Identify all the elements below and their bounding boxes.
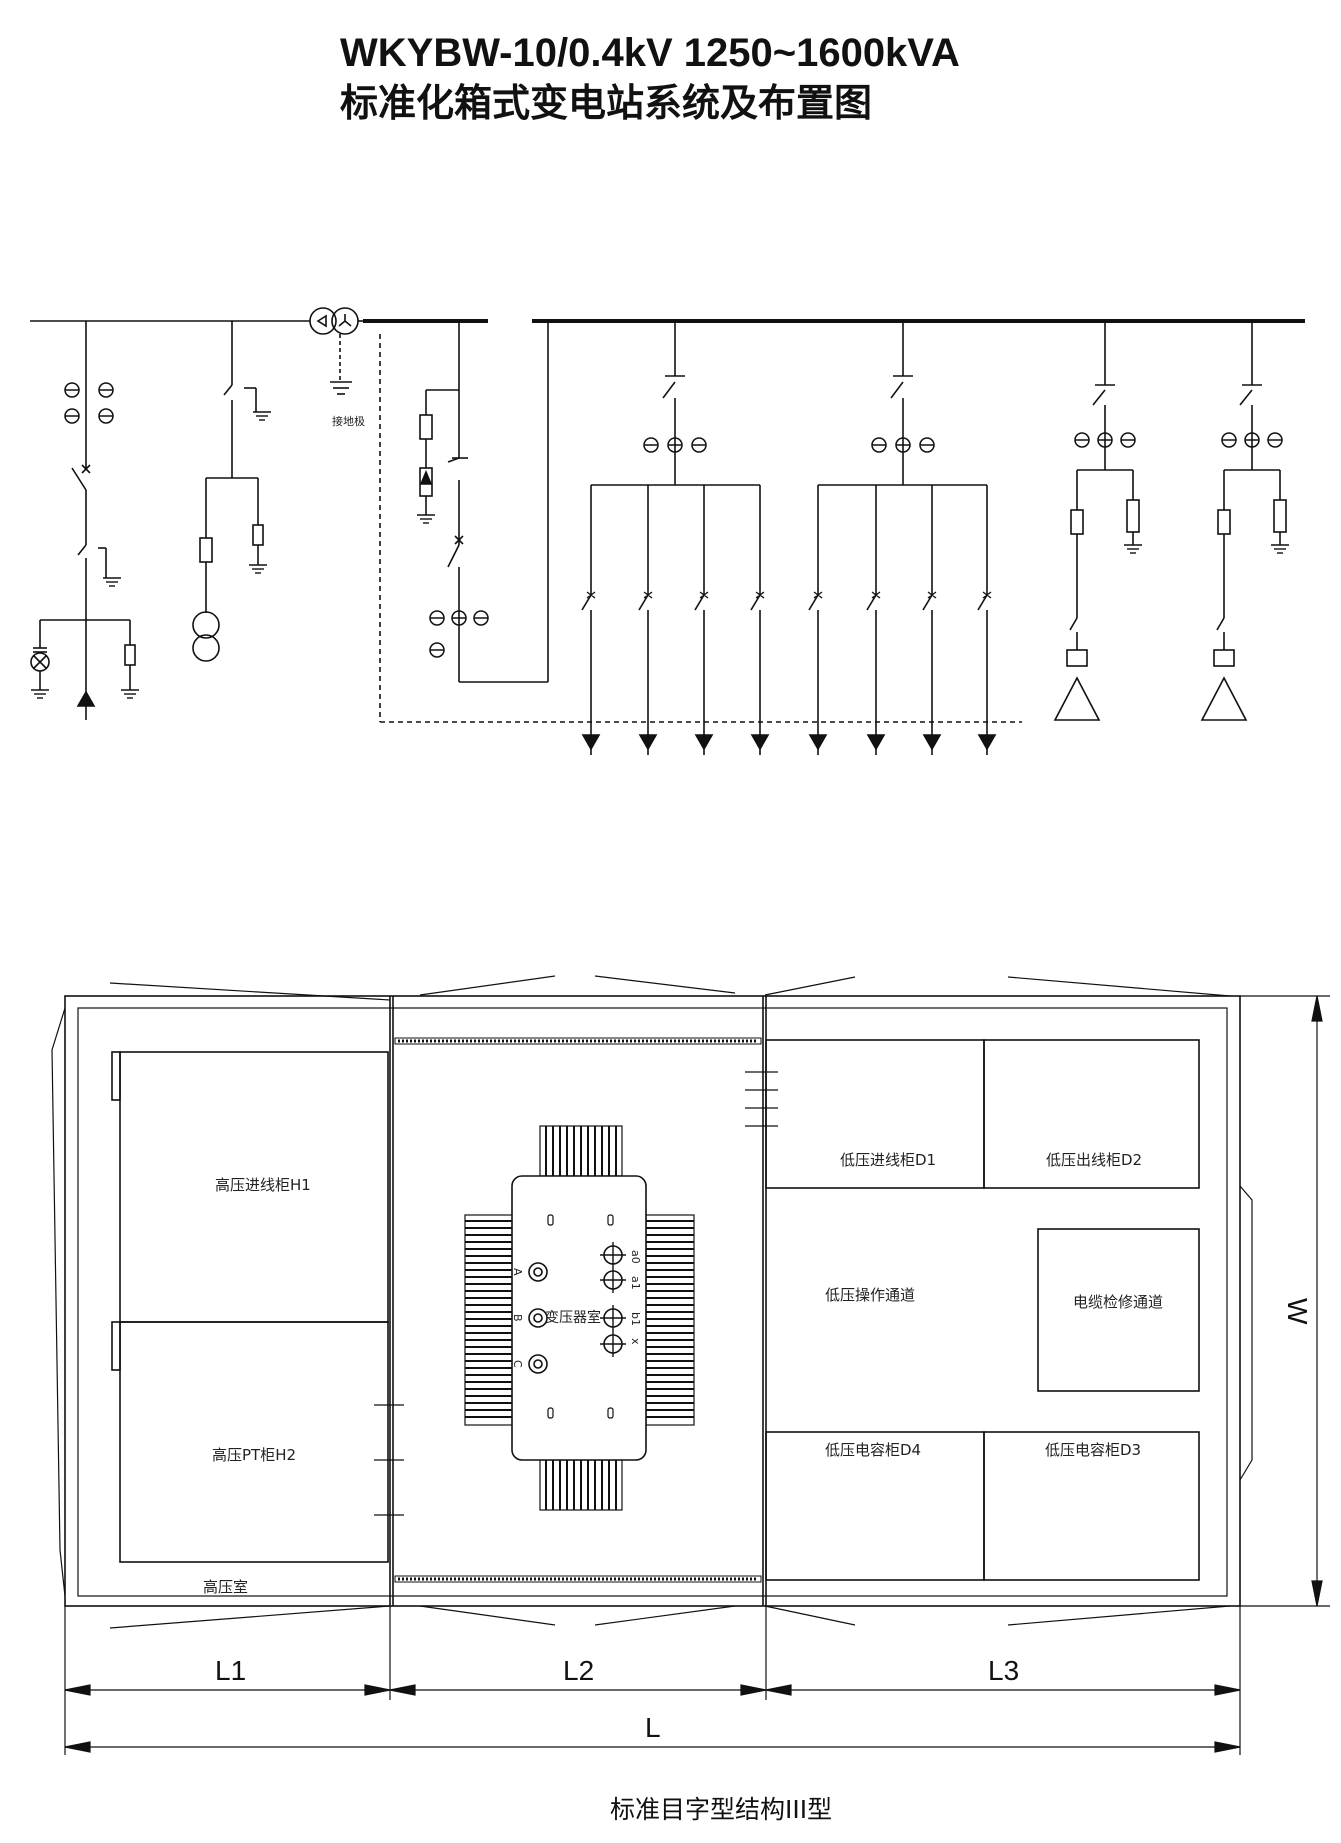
dim-w: W [1282, 1298, 1313, 1325]
layout-plan [51, 975, 1330, 1755]
lv-outgoing-cabinet [983, 1039, 1200, 1189]
lv-feeder-group-1 [581, 321, 769, 755]
dim-l1: L1 [215, 1655, 246, 1686]
transformer-fins-bottom [539, 1459, 623, 1511]
label-cable-maintenance: 电缆检修通道 [1073, 1293, 1163, 1311]
cable-maintenance-area [1037, 1228, 1200, 1392]
enclosure-inner [77, 1007, 1228, 1597]
terminal-x: x [629, 1338, 642, 1345]
label-lv-capacitor-d3: 低压电容柜D3 [1045, 1441, 1141, 1459]
capacitor-branch-2 [1200, 321, 1290, 721]
label-lv-operation: 低压操作通道 [825, 1286, 915, 1304]
label-transformer-room: 变压器室 [545, 1309, 601, 1326]
transformer-symbol [309, 307, 363, 335]
lv-capacitor-d3-cabinet [983, 1431, 1200, 1581]
lv-feeder-group-2 [808, 321, 996, 755]
drawing-caption: 标准目字型结构III型 [610, 1795, 833, 1824]
rail-top [394, 1037, 762, 1045]
dim-l3: L3 [988, 1655, 1019, 1686]
terminal-a: A [511, 1268, 524, 1276]
terminal-a0: a0 [629, 1250, 642, 1264]
label-hv-room: 高压室 [203, 1578, 248, 1596]
room-labels: 高压进线柜H1 高压PT柜H2 高压室 变压器室 低压进线柜D1 低压出线柜D2… [203, 1151, 1163, 1596]
title-line-1: WKYBW-10/0.4kV 1250~1600kVA [340, 31, 960, 75]
label-lv-incoming: 低压进线柜D1 [840, 1151, 936, 1169]
terminal-b1: b1 [629, 1312, 642, 1326]
transformer-bushings [528, 1214, 626, 1419]
enclosure-outer [64, 995, 1241, 1607]
dimension-lines [64, 995, 1330, 1755]
label-hv-incoming: 高压进线柜H1 [215, 1176, 311, 1194]
label-hv-pt: 高压PT柜H2 [212, 1446, 296, 1464]
dim-l2: L2 [563, 1655, 594, 1686]
transformer-fins-left [464, 1214, 514, 1426]
title-line-2: 标准化箱式变电站系统及布置图 [340, 81, 873, 125]
dim-l: L [645, 1712, 661, 1743]
rail-bottom [394, 1575, 762, 1583]
capacitor-branch-1 [1053, 321, 1143, 721]
transformer-fins-right [645, 1214, 695, 1426]
label-lv-outgoing: 低压出线柜D2 [1046, 1151, 1142, 1169]
label-lv-capacitor-d4: 低压电容柜D4 [825, 1441, 921, 1459]
hv-pt-branch [192, 321, 272, 662]
hv-pt-cabinet [119, 1321, 389, 1563]
lv-incoming-branch [330, 321, 1022, 723]
drawing-title: WKYBW-10/0.4kV 1250~1600kVA 标准化箱式变电站系统及布… [340, 28, 960, 128]
dimension-labels: L1 L2 L3 L W [215, 1298, 1313, 1743]
ground-note: 接地极 [332, 414, 365, 428]
terminal-b: B [511, 1314, 524, 1322]
terminal-labels: A B C a0 a1 b1 x [511, 1250, 642, 1368]
single-line-diagram [30, 307, 1305, 755]
terminal-c: C [511, 1360, 524, 1368]
hv-incoming-branch [30, 321, 140, 720]
transformer-fins-top [539, 1125, 623, 1177]
terminal-a1: a1 [629, 1276, 642, 1290]
